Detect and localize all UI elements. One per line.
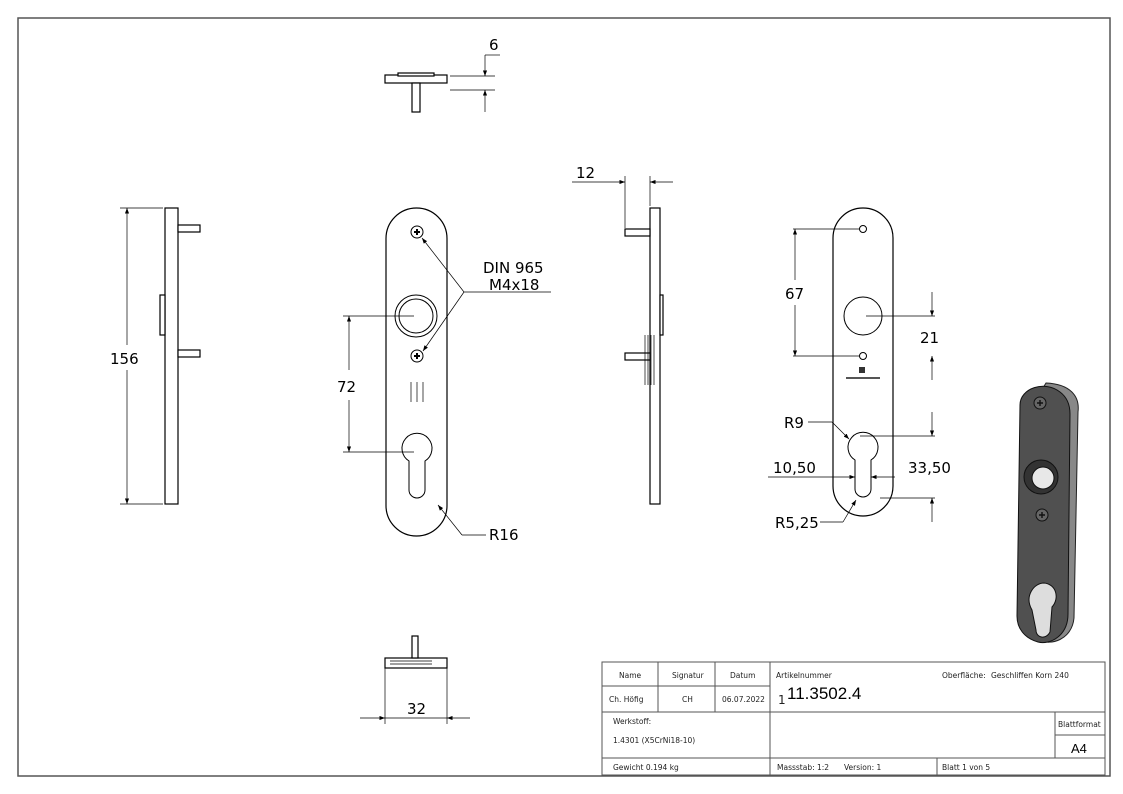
dim-cylinder-radius: R9 [784,414,804,432]
dim-slot-radius: R5,25 [775,514,819,532]
front-view: 72 DIN 965 M4x18 R16 [337,207,551,544]
material-value: 1.4301 (X5CrNi18-10) [613,736,695,745]
title-block [601,661,1106,776]
screw-spec-line1: DIN 965 [483,259,544,277]
dim-hole-spacing: 72 [337,378,356,396]
dim-screw-spacing: 67 [785,285,804,303]
top-view: 6 [384,36,500,113]
surface-value: Geschliffen Korn 240 [991,671,1069,680]
signature-label: Signatur [672,671,705,680]
isometric-view [1016,382,1079,644]
version: Version: 1 [844,763,881,772]
article-label: Artikelnummer [776,671,833,680]
signature-value: CH [682,695,693,704]
left-side-view: 156 [110,207,201,505]
article-prefix: 1 [778,693,786,707]
format-value: A4 [1071,741,1087,756]
weight: Gewicht 0.194 kg [613,763,679,772]
right-side-view: 12 [572,164,673,505]
sheet-number: Blatt 1 von 5 [942,763,990,772]
dim-cylinder-left: 10,50 [773,459,816,477]
surface-label: Oberfläche: [942,671,986,680]
screw-spec-line2: M4x18 [489,276,539,294]
name-value: Ch. Höfig [609,695,644,704]
dim-radius-end: R16 [489,526,519,544]
rear-view: 67 21 R9 10,50 33,50 R5,25 [768,207,951,532]
screw-icon [410,349,424,363]
material-label: Werkstoff: [613,717,651,726]
logo-icon [859,367,865,373]
dim-height: 156 [110,350,139,368]
format-label: Blattformat [1058,720,1101,729]
drawing-frame [17,17,1111,777]
screw-icon [410,225,424,239]
date-value: 06.07.2022 [722,695,765,704]
article-number: 11.3502.4 [787,684,861,703]
dim-hole-to-cylinder: 21 [920,329,939,347]
dim-cylinder-right: 33,50 [908,459,951,477]
bottom-view: 32 [360,635,470,724]
dim-width: 32 [407,700,426,718]
dim-top-thickness: 6 [489,36,499,54]
dim-side-offset: 12 [576,164,595,182]
date-label: Datum [730,671,755,680]
scale: Massstab: 1:2 [777,763,829,772]
name-label: Name [619,671,642,680]
